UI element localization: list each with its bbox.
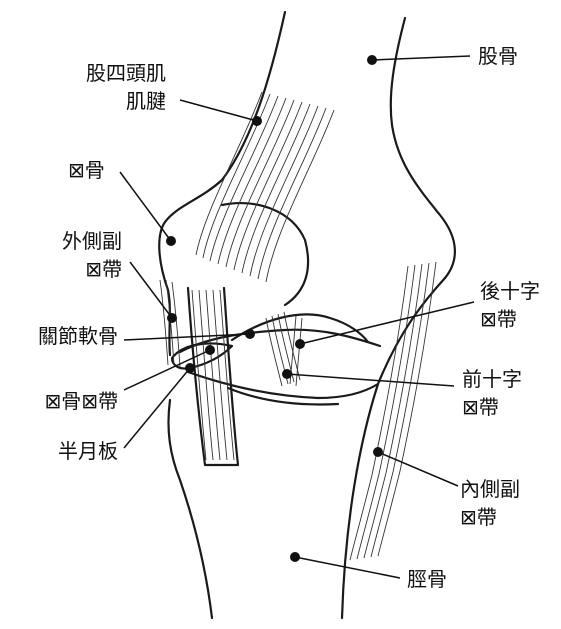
medial-collateral-fibers (349, 261, 437, 561)
tibia-dot (290, 552, 300, 562)
quadriceps-tendon-dot (252, 116, 262, 126)
anterior-cruciate-leader (286, 373, 455, 387)
cartilage-line (230, 313, 370, 344)
anterior-cruciate-dot (282, 369, 292, 379)
lateral-collateral-leader (129, 261, 173, 319)
label-posterior-cruciate-line1: 後十字 (480, 279, 540, 303)
label-articular-cartilage: 關節軟骨 (38, 324, 118, 348)
lateral-collateral-dot (167, 313, 177, 323)
fibular-ligament-dot (205, 345, 215, 355)
meniscus-leader (123, 367, 191, 449)
meniscus-dot (185, 363, 195, 373)
label-medial-collateral-line1: 內側副 (460, 477, 520, 501)
label-quadriceps-tendon-line1: 股四頭肌 (86, 61, 166, 85)
articular-cartilage-dot (245, 329, 255, 339)
patella-outline (158, 220, 172, 357)
femur-dot (367, 55, 377, 65)
joint-line (178, 328, 382, 354)
femur-leader (371, 55, 471, 61)
label-fibular-ligament: ⊠骨⊠帶 (44, 389, 118, 413)
meniscus-outline (170, 342, 234, 370)
femur-right-edge (389, 16, 456, 280)
patellar-tendon-fibers (186, 286, 240, 467)
tibial-plateau (186, 370, 380, 400)
articular-cartilage-leader (123, 333, 251, 341)
medial-collateral-dot (373, 447, 383, 457)
posterior-cruciate-dot (295, 339, 305, 349)
femoral-condyle-outline (220, 201, 310, 307)
tibia-right-edge (340, 276, 447, 620)
posterior-cruciate-leader (299, 301, 475, 345)
knee-outline (158, 10, 456, 620)
patella-leader (119, 171, 172, 242)
label-medial-collateral-line2: ⊠帶 (460, 505, 497, 529)
patella-dot (166, 236, 176, 246)
label-meniscus: 半月板 (58, 439, 118, 463)
quadriceps-tendon-leader (179, 99, 258, 122)
label-quadriceps-tendon-line2: 肌腱 (126, 89, 166, 113)
fibular-ligament-leader (123, 349, 211, 391)
femur-left-edge (163, 10, 287, 224)
label-patella: ⊠骨 (68, 158, 105, 182)
label-femur: 股骨 (478, 44, 518, 68)
tibial-plateau-lower (226, 386, 340, 406)
labels: 股四頭肌 肌腱 股骨 ⊠骨 外側副 ⊠帶 關節軟骨 ⊠骨⊠帶 半月板 後十字 ⊠… (38, 44, 540, 591)
quadriceps-tendon-fibers (195, 91, 335, 283)
label-anterior-cruciate-line2: ⊠帶 (462, 395, 499, 419)
label-tibia: 脛骨 (407, 567, 447, 591)
tibia-leader (294, 556, 401, 579)
label-posterior-cruciate-line2: ⊠帶 (480, 307, 517, 331)
tibia-left-edge (167, 398, 214, 620)
label-anterior-cruciate-line1: 前十字 (462, 367, 522, 391)
label-lateral-collateral-line1: 外側副 (62, 229, 122, 253)
leader-lines (119, 55, 475, 579)
medial-collateral-leader (377, 451, 459, 487)
label-lateral-collateral-line2: ⊠帶 (85, 257, 122, 281)
